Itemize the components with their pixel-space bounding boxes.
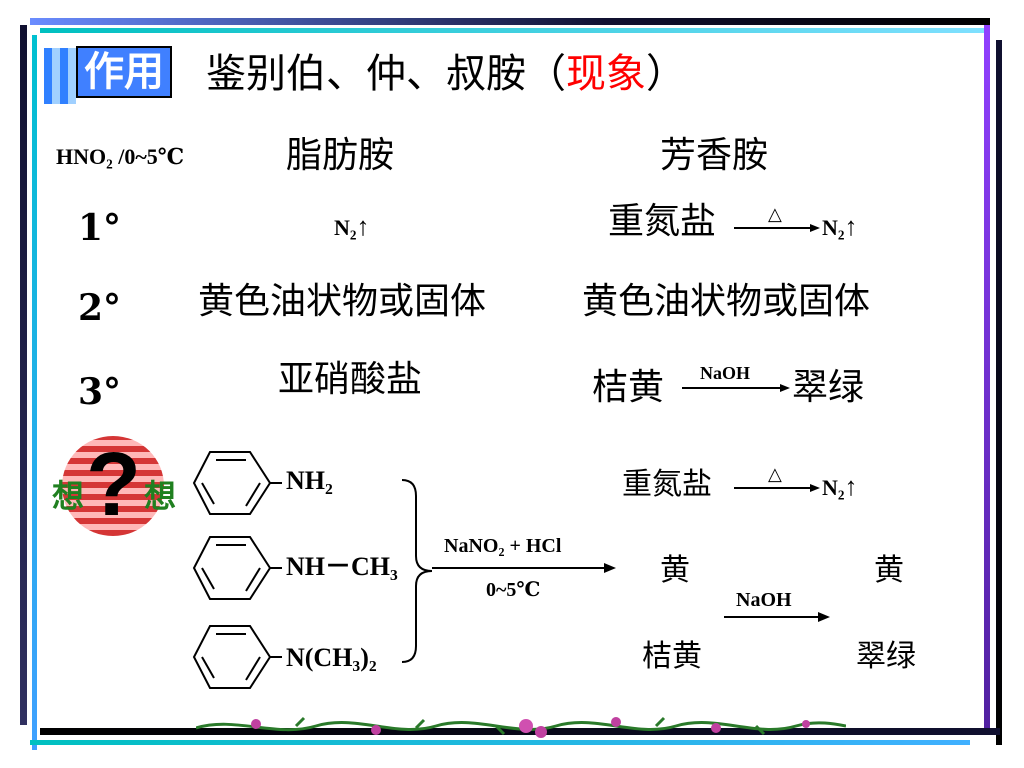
question-icon — [62, 436, 164, 536]
amine1: NH₂ — [286, 466, 333, 495]
p1-end-text: N₂ — [822, 475, 845, 500]
up-arrow-icon: ↑ — [356, 212, 370, 241]
row1-aromatic-start: 重氮盐 — [608, 201, 717, 242]
question-mark: ? — [86, 435, 141, 535]
benzene-ring-1 — [192, 451, 282, 515]
reagent-top: NaNO₂ + HCl — [444, 535, 562, 557]
title-suffix: ） — [646, 51, 686, 97]
row2-label: 2° — [78, 287, 122, 329]
row1-aliphatic-text: N₂ — [334, 215, 357, 240]
col-aromatic: 芳香胺 — [660, 135, 769, 176]
page-title: 鉴别伯、仲、叔胺（现象） — [206, 54, 686, 94]
row2-aliphatic: 黄色油状物或固体 — [198, 281, 487, 322]
row2-aromatic: 黄色油状物或固体 — [582, 281, 871, 322]
frame-top-dark — [30, 18, 990, 25]
up-arrow-icon: ↑ — [844, 212, 858, 241]
p2-left: 黄 — [660, 553, 690, 588]
benzene-ring-3 — [192, 625, 282, 689]
right-arrow-icon — [682, 384, 790, 392]
row3-aliphatic: 亚硝酸盐 — [278, 359, 423, 400]
frame-right-dark — [996, 40, 1002, 745]
p1-end: N₂↑ — [822, 474, 857, 500]
amine3: N(CH₃)₂ — [286, 643, 377, 672]
row3-arrow: NaOH — [682, 364, 790, 394]
header-badge-text: 作用 — [84, 48, 164, 95]
think-left: 想 — [52, 477, 85, 515]
frame-top-teal — [40, 28, 990, 33]
frame-left-teal — [32, 35, 37, 750]
reagent-bottom: 0~5℃ — [486, 579, 541, 601]
p1-arrow: △ — [734, 464, 820, 494]
p3-left: 桔黄 — [642, 639, 702, 674]
row3-aromatic-end: 翠绿 — [792, 367, 865, 408]
title-highlight: 现象 — [566, 51, 646, 97]
right-arrow-icon — [734, 224, 820, 232]
p3-cond: NaOH — [736, 589, 792, 611]
row3-cond: NaOH — [700, 363, 751, 383]
p2-right: 黄 — [874, 553, 904, 588]
vine-decoration — [196, 716, 846, 738]
header-icon — [44, 48, 76, 104]
amine2: NH－CH₃ — [286, 552, 398, 581]
p1-cond: △ — [768, 464, 782, 485]
row3-aromatic-start: 桔黄 — [592, 367, 665, 408]
p3-right: 翠绿 — [856, 639, 916, 674]
brace-icon — [401, 479, 433, 663]
reagent-label: HNO₂ /0~5℃ — [56, 144, 185, 169]
frame-left-dark — [20, 25, 27, 725]
row1-aromatic-end: N₂↑ — [822, 214, 857, 240]
row1-aromatic-end-text: N₂ — [822, 215, 845, 240]
right-arrow-icon — [734, 484, 820, 492]
row1-aliphatic: N₂↑ — [334, 214, 369, 240]
frame-bottom-dark — [40, 728, 1000, 735]
up-arrow-icon: ↑ — [844, 472, 858, 501]
col-aliphatic: 脂肪胺 — [286, 135, 395, 176]
frame-bottom-teal — [30, 740, 970, 745]
main-arrow-icon — [432, 563, 616, 573]
frame-right-purple — [984, 25, 990, 735]
row1-arrow: △ — [734, 206, 820, 234]
benzene-ring-2 — [192, 536, 282, 600]
row1-cond: △ — [768, 204, 782, 225]
p1-start: 重氮盐 — [622, 467, 712, 502]
row1-label: 1° — [78, 207, 122, 249]
header-badge: 作用 — [76, 46, 172, 98]
title-prefix: 鉴别伯、仲、叔胺（ — [206, 51, 566, 97]
think-right: 想 — [144, 477, 177, 515]
p3-arrow-icon — [724, 612, 830, 622]
row3-label: 3° — [78, 371, 122, 413]
